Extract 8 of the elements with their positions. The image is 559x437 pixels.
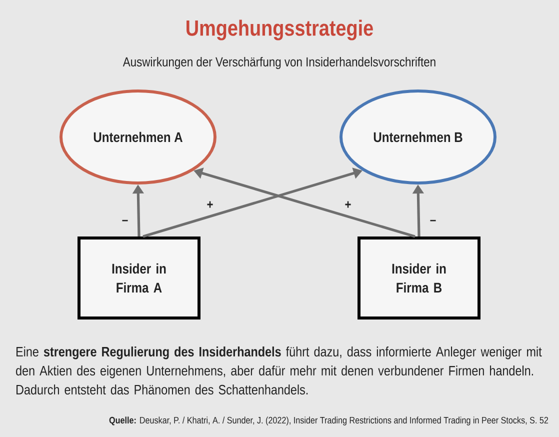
source-note: Quelle: Deuskar, P. / Khatri, A. / Sunder, J. (2022), Insider Trading Restrictions and Informed Trading in Peer Stocks, S. 52 [109, 416, 548, 426]
subtitle: Auswirkungen der Verschärfung von Insiderhandelsvorschriften [122, 56, 436, 70]
edge-label: + [344, 200, 352, 210]
edge-label: + [206, 200, 214, 210]
caption: Eine strengere Regulierung des Insiderhandels führt dazu, dass informierte Anleger weniger mit den Aktien des eigenen Unternehmens, aber dafür mehr mit denen verbundener Firmen handeln. Dadurch entsteht das Phänomen des Schattenhandels. [16, 346, 542, 395]
process-box: Insider in Firma A [78, 236, 200, 320]
title: Umgehungsstrategie [186, 20, 373, 40]
process-box: Insider in Firma B [358, 236, 480, 320]
